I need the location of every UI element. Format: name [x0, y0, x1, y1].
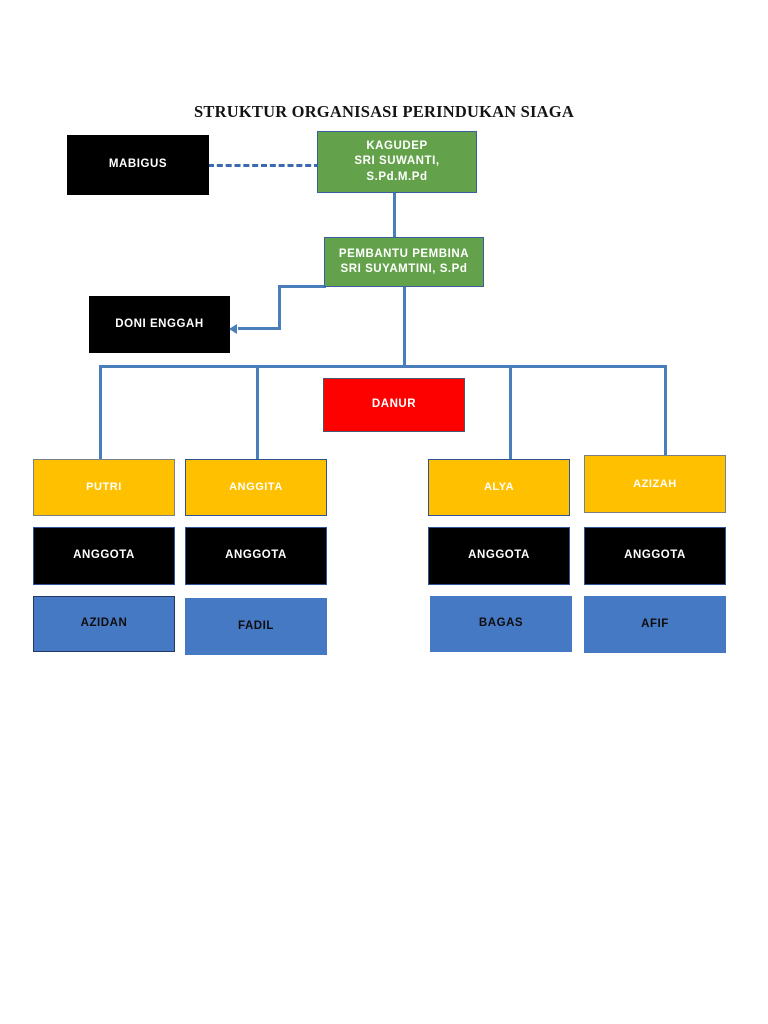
node-doni-enggah-label: DONI ENGGAH: [115, 317, 204, 330]
connector-mabigus-kagudep-dashed: [208, 164, 320, 167]
connector-main-bus: [99, 365, 667, 368]
connector-pembantu-left-segment: [278, 285, 326, 288]
node-role-col2[interactable]: ANGGOTA: [185, 527, 327, 585]
node-member-afif[interactable]: AFIF: [584, 596, 726, 653]
node-pembantu-pembina[interactable]: PEMBANTU PEMBINA SRI SUYAMTINI, S.Pd: [324, 237, 484, 287]
connector-pembantu-elbow-vertical: [278, 285, 281, 330]
node-pembantu-line2: SRI SUYAMTINI, S.Pd: [340, 263, 468, 275]
connector-drop-alya: [509, 365, 512, 459]
node-role-col4-label: ANGGOTA: [624, 549, 686, 562]
node-leader-azizah[interactable]: AZIZAH: [584, 455, 726, 513]
node-member-fadil[interactable]: FADIL: [185, 598, 327, 655]
node-kagudep-line1: KAGUDEP: [366, 140, 428, 153]
node-role-col1[interactable]: ANGGOTA: [33, 527, 175, 585]
node-leader-anggita-label: ANGGITA: [229, 481, 283, 494]
node-mabigus-label: MABIGUS: [108, 158, 168, 171]
connector-drop-anggita: [256, 365, 259, 459]
node-member-bagas-label: BAGAS: [478, 617, 524, 630]
page-title: STRUKTUR ORGANISASI PERINDUKAN SIAGA: [194, 102, 574, 121]
node-kagudep-line2: SRI SUWANTI,: [354, 155, 440, 168]
node-member-bagas[interactable]: BAGAS: [430, 596, 572, 652]
node-leader-putri-label: PUTRI: [86, 481, 122, 494]
node-leader-alya[interactable]: ALYA: [428, 459, 570, 516]
node-role-col1-label: ANGGOTA: [73, 549, 135, 562]
node-member-azidan-label: AZIDAN: [80, 617, 128, 630]
node-role-col2-label: ANGGOTA: [225, 549, 287, 562]
node-leader-alya-label: ALYA: [483, 481, 515, 494]
node-member-afif-label: AFIF: [641, 617, 669, 630]
node-kagudep[interactable]: KAGUDEP SRI SUWANTI, S.Pd.M.Pd: [317, 131, 477, 193]
connector-drop-azizah: [664, 365, 667, 455]
connector-drop-putri: [99, 365, 102, 469]
arrow-head-icon: [229, 324, 237, 334]
connector-kagudep-to-pembantu: [393, 192, 396, 238]
node-member-azidan[interactable]: AZIDAN: [33, 596, 175, 652]
node-doni-enggah[interactable]: DONI ENGGAH: [89, 296, 230, 353]
node-role-col3-label: ANGGOTA: [468, 549, 530, 562]
node-kagudep-line3: S.Pd.M.Pd: [366, 170, 428, 183]
node-danur[interactable]: DANUR: [323, 378, 465, 432]
node-member-fadil-label: FADIL: [238, 619, 274, 632]
node-leader-azizah-label: AZIZAH: [633, 477, 677, 490]
node-role-col3[interactable]: ANGGOTA: [428, 527, 570, 585]
node-role-col4[interactable]: ANGGOTA: [584, 527, 726, 585]
node-mabigus[interactable]: MABIGUS: [67, 135, 209, 195]
node-danur-label: DANUR: [371, 398, 417, 411]
connector-pembantu-to-bus: [403, 286, 406, 368]
node-leader-putri[interactable]: PUTRI: [33, 459, 175, 516]
connector-elbow-to-doni: [238, 327, 281, 330]
node-pembantu-line1: PEMBANTU PEMBINA: [338, 247, 470, 260]
node-leader-anggita[interactable]: ANGGITA: [185, 459, 327, 516]
